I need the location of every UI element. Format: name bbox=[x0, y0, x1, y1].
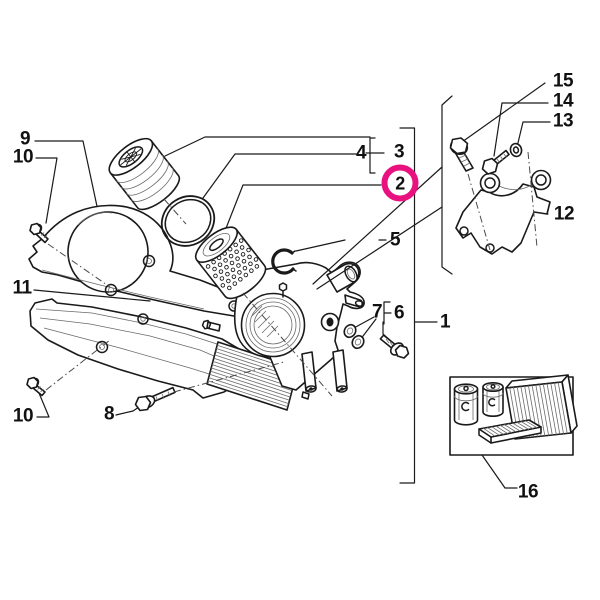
callout-8[interactable]: 8 bbox=[103, 403, 115, 425]
bracket-cap-seal-group bbox=[365, 137, 385, 174]
mounting-bolt bbox=[134, 386, 176, 412]
callout-16[interactable]: 16 bbox=[517, 481, 539, 503]
bracket-screw bbox=[481, 149, 510, 175]
callout-10-upper[interactable]: 10 bbox=[12, 146, 34, 168]
cap-oring bbox=[160, 195, 216, 247]
cover-bolt-lower bbox=[26, 376, 46, 397]
filter-housing bbox=[201, 261, 365, 411]
cartridge-perforations bbox=[205, 238, 260, 291]
kit-cabin-filter bbox=[478, 419, 542, 444]
callout-13[interactable]: 13 bbox=[552, 110, 574, 132]
service-kit-box bbox=[449, 374, 578, 456]
kit-oil-filter-2 bbox=[482, 381, 504, 417]
subassembly-pointer-lines bbox=[312, 166, 443, 290]
snap-ring bbox=[271, 248, 297, 275]
bracket-bolt bbox=[449, 137, 474, 172]
filter-bore bbox=[240, 292, 306, 358]
kit-oil-filter-1 bbox=[453, 383, 479, 426]
bracket-washer bbox=[509, 142, 523, 158]
callout-1[interactable]: 1 bbox=[439, 311, 451, 333]
callout-14[interactable]: 14 bbox=[552, 90, 574, 112]
callout-6[interactable]: 6 bbox=[393, 302, 405, 324]
filter-cartridge bbox=[194, 226, 267, 300]
center-lines bbox=[45, 151, 538, 397]
callout-11[interactable]: 11 bbox=[12, 277, 32, 299]
callout-7[interactable]: 7 bbox=[371, 301, 383, 323]
callout-15[interactable]: 15 bbox=[552, 70, 574, 92]
callout-9[interactable]: 9 bbox=[19, 128, 31, 150]
cover-bolt-upper bbox=[29, 222, 49, 244]
callout-3[interactable]: 3 bbox=[393, 141, 405, 163]
callout-12[interactable]: 12 bbox=[553, 203, 575, 225]
callout-2-highlighted[interactable]: 2 bbox=[381, 164, 419, 202]
bracket-bolt-washer-group bbox=[383, 301, 392, 325]
bracket-support-subassembly bbox=[441, 95, 453, 275]
callout-10-lower[interactable]: 10 bbox=[12, 405, 34, 427]
cap-socket-pattern bbox=[120, 147, 142, 166]
support-bracket bbox=[455, 169, 552, 255]
bracket-assembly-1 bbox=[399, 127, 438, 484]
housing-studs bbox=[201, 282, 310, 400]
callout-4[interactable]: 4 bbox=[355, 142, 367, 164]
sealing-washers bbox=[343, 323, 365, 350]
housing-bolt bbox=[379, 334, 410, 359]
callout-5[interactable]: 5 bbox=[389, 229, 401, 251]
oil-filter-cap bbox=[108, 137, 181, 211]
